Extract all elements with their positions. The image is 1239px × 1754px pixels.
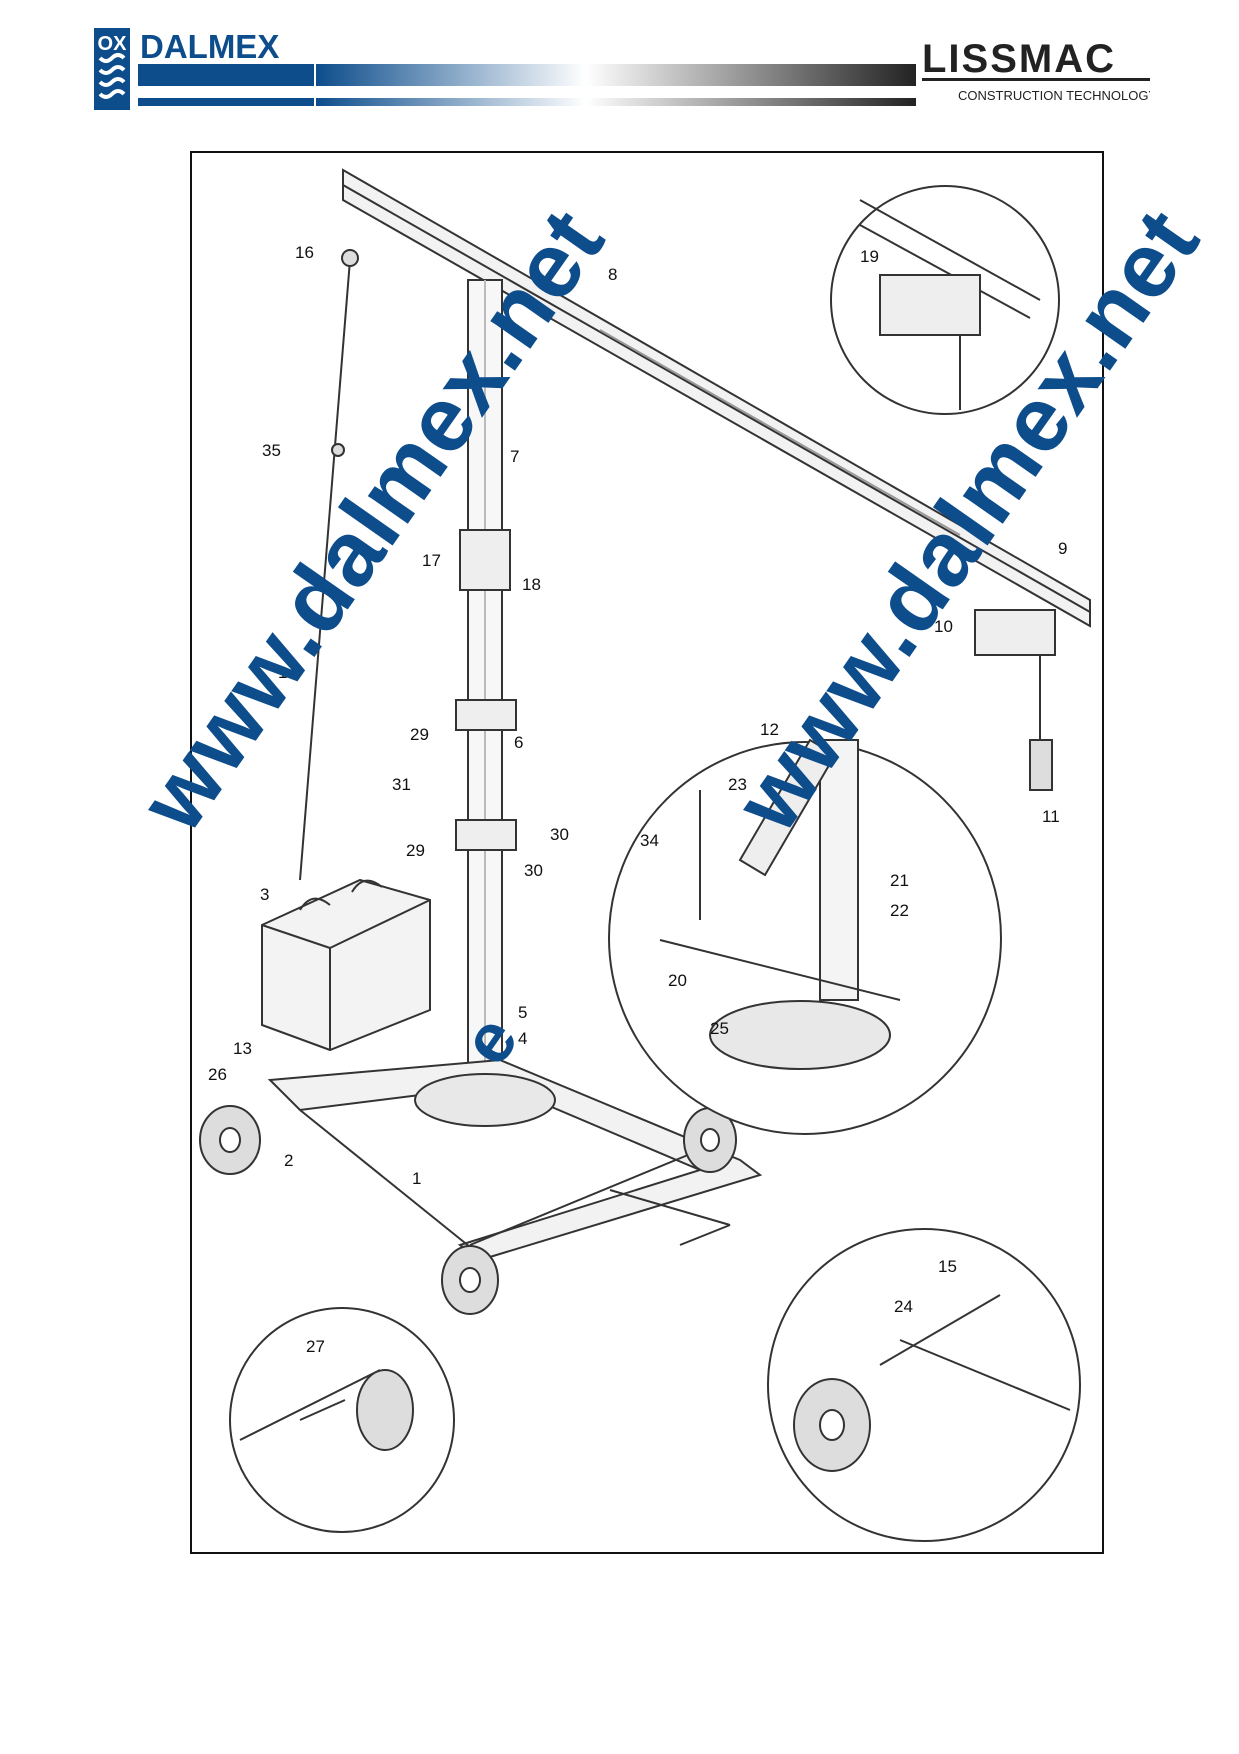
dalmex-logo: OX DALMEX [94,28,314,110]
label-18: 18 [522,575,541,594]
brand-right-text: LISSMAC [922,37,1116,81]
label-22: 22 [890,901,909,920]
jib-beam [342,168,1091,628]
label-14: 14 [278,663,297,682]
label-11: 11 [1042,807,1060,826]
chain-hoist [974,609,1056,791]
label-19: 19 [860,247,879,266]
label-12: 12 [760,720,779,739]
label-23: 23 [728,775,747,794]
brand-left-text: DALMEX [140,28,279,65]
label-24: 24 [894,1297,913,1316]
label-34: 34 [640,831,659,850]
label-16: 16 [295,243,314,262]
label-35: 35 [262,441,281,460]
detail-circle-wheel-left [229,1307,455,1533]
label-3: 3 [260,885,269,904]
detail-circle-clamp [608,741,1002,1135]
label-7: 7 [510,447,519,466]
label-10: 10 [934,617,953,636]
brand-right-tagline: CONSTRUCTION TECHNOLOGY [958,88,1150,103]
tie-rope [299,249,359,881]
label-30-lower: 30 [524,861,543,880]
wheel-rear-left [199,1105,261,1175]
label-27: 27 [306,1337,325,1356]
wheel-front [441,1245,499,1315]
label-25: 25 [710,1019,729,1038]
label-29-upper: 29 [410,725,429,744]
label-9: 9 [1058,539,1067,558]
detail-clamp-content [659,738,901,1070]
label-29-lower: 29 [406,841,425,860]
label-1: 1 [412,1169,421,1188]
svg-text:OX: OX [98,33,128,55]
label-4: 4 [518,1029,527,1048]
label-2: 2 [284,1151,293,1170]
label-31: 31 [392,775,411,794]
counterweight-box [261,878,431,1052]
label-21: 21 [890,871,909,890]
detail-wheel-right-content [793,1294,1071,1472]
label-5: 5 [518,1003,527,1022]
detail-wheel-left-content [239,1369,414,1451]
header-gradient-bar [316,64,916,106]
label-26: 26 [208,1065,227,1084]
dalmex-emblem-icon: OX [94,28,130,110]
label-8: 8 [608,265,617,284]
lissmac-logo-icon: LISSMAC [922,37,1116,81]
lissmac-logo: LISSMAC CONSTRUCTION TECHNOLOGY [922,37,1150,103]
label-13: 13 [233,1039,252,1058]
label-15: 15 [938,1257,957,1276]
mast [455,279,517,1081]
label-20: 20 [668,971,687,990]
figure-frame [190,151,1104,1554]
label-6: 6 [514,733,523,752]
label-17: 17 [422,551,441,570]
detail-trolley-content [859,199,1041,410]
label-30-upper: 30 [550,825,569,844]
